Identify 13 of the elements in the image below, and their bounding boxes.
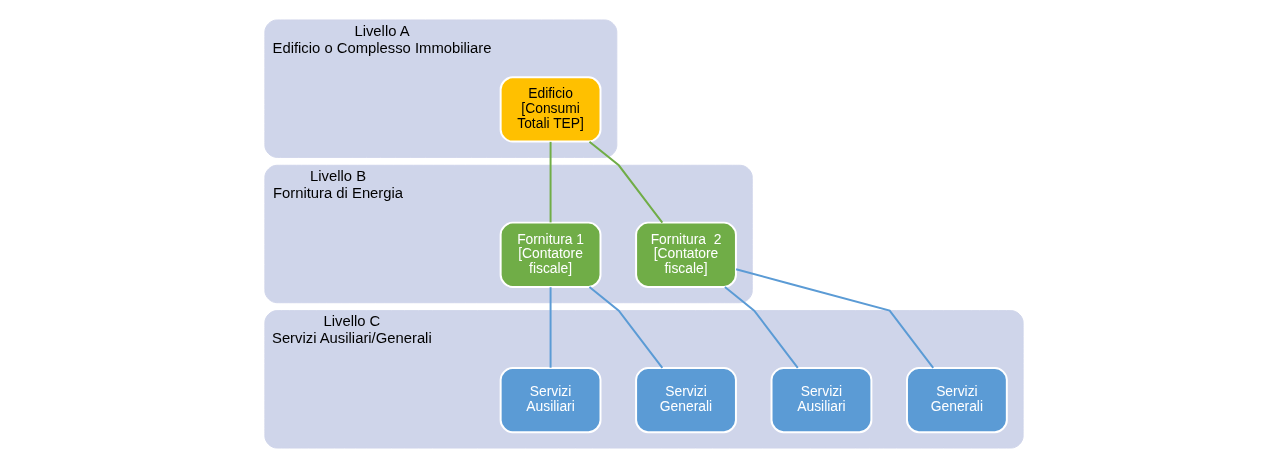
connector <box>723 286 799 369</box>
connector <box>588 140 664 224</box>
connector <box>735 268 935 369</box>
connector <box>588 286 664 369</box>
connector <box>549 286 552 369</box>
connector <box>549 140 552 224</box>
node-box: Fornitura 2 [Contatore fiscale] <box>635 221 737 288</box>
node-box: Servizi Ausiliari <box>499 366 602 434</box>
node-box: Fornitura 1 [Contatore fiscale] <box>499 221 602 288</box>
node-box: Servizi Ausiliari <box>770 366 873 434</box>
node-box: Servizi Generali <box>906 366 1008 434</box>
node-box: Servizi Generali <box>635 366 737 434</box>
node-box: Edificio [Consumi Totali TEP] <box>499 76 602 143</box>
